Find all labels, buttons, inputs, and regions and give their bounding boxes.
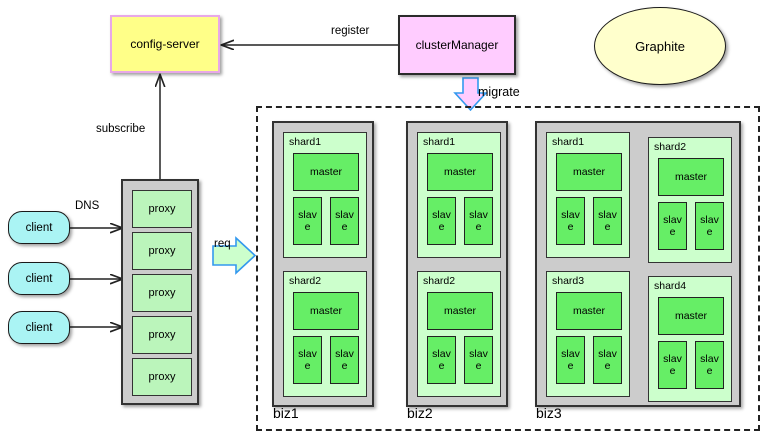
shard-title: shard2: [654, 141, 687, 153]
graphite-node[interactable]: Graphite: [594, 7, 726, 85]
edge-label-subscribe: subscribe: [96, 123, 146, 135]
slave-label: slave: [469, 347, 488, 372]
master-node[interactable]: master: [427, 153, 493, 191]
shard-box[interactable]: shard1 master slave slave: [283, 132, 367, 258]
cluster-manager-label: clusterManager: [415, 38, 499, 52]
shard-box[interactable]: shard1 master slave slave: [546, 132, 630, 258]
client-label: client: [25, 321, 53, 334]
shard-title: shard1: [423, 136, 456, 148]
edge-label-req: req: [214, 238, 231, 250]
slave-node[interactable]: slave: [556, 336, 585, 384]
master-node[interactable]: master: [658, 158, 724, 196]
master-label: master: [309, 166, 343, 178]
backend-region: [256, 106, 760, 431]
cluster-manager-node[interactable]: clusterManager: [398, 15, 516, 75]
master-label: master: [443, 305, 477, 317]
slave-node[interactable]: slave: [427, 197, 456, 245]
proxy-label: proxy: [148, 371, 176, 383]
client-node-3[interactable]: client: [8, 311, 70, 344]
slave-node[interactable]: slave: [293, 336, 322, 384]
proxy-label: proxy: [148, 245, 176, 257]
master-node[interactable]: master: [556, 153, 622, 191]
proxy-node-4[interactable]: proxy: [132, 316, 192, 354]
edge-label-migrate: migrate: [478, 85, 520, 99]
client-label: client: [25, 272, 53, 285]
master-label: master: [572, 305, 606, 317]
shard-title: shard4: [654, 280, 687, 292]
biz-group-1[interactable]: shard1 master slave slave shard2 master …: [272, 121, 374, 407]
slave-node[interactable]: slave: [658, 202, 687, 250]
shard-box[interactable]: shard1 master slave slave: [417, 132, 501, 258]
slave-label: slave: [335, 347, 354, 372]
slave-node[interactable]: slave: [427, 336, 456, 384]
slave-label: slave: [432, 208, 451, 233]
slave-node[interactable]: slave: [330, 197, 359, 245]
shard-title: shard2: [289, 275, 322, 287]
biz-group-label-1: biz1: [273, 405, 299, 421]
slave-label: slave: [335, 208, 354, 233]
master-node[interactable]: master: [293, 153, 359, 191]
proxy-node-1[interactable]: proxy: [132, 190, 192, 228]
master-label: master: [309, 305, 343, 317]
biz-group-label-3: biz3: [536, 405, 562, 421]
shard-box[interactable]: shard2 master slave slave: [417, 271, 501, 397]
master-label: master: [443, 166, 477, 178]
master-label: master: [572, 166, 606, 178]
master-node[interactable]: master: [427, 292, 493, 330]
slave-label: slave: [561, 347, 580, 372]
graphite-label: Graphite: [635, 38, 685, 54]
slave-label: slave: [663, 213, 682, 238]
shard-box[interactable]: shard2 master slave slave: [648, 137, 732, 263]
proxy-label: proxy: [148, 329, 176, 341]
slave-node[interactable]: slave: [695, 202, 724, 250]
shard-box[interactable]: shard4 master slave slave: [648, 276, 732, 402]
slave-node[interactable]: slave: [593, 336, 622, 384]
slave-label: slave: [432, 347, 451, 372]
master-label: master: [674, 310, 708, 322]
slave-node[interactable]: slave: [658, 341, 687, 389]
slave-label: slave: [700, 352, 719, 377]
shard-title: shard3: [552, 275, 585, 287]
shard-title: shard1: [552, 136, 585, 148]
master-node[interactable]: master: [658, 297, 724, 335]
slave-label: slave: [298, 208, 317, 233]
slave-node[interactable]: slave: [464, 336, 493, 384]
slave-label: slave: [598, 208, 617, 233]
slave-node[interactable]: slave: [330, 336, 359, 384]
master-node[interactable]: master: [293, 292, 359, 330]
slave-node[interactable]: slave: [464, 197, 493, 245]
config-server-node[interactable]: config-server: [110, 15, 220, 73]
slave-node[interactable]: slave: [695, 341, 724, 389]
biz-group-2[interactable]: shard1 master slave slave shard2 master …: [406, 121, 508, 407]
slave-node[interactable]: slave: [593, 197, 622, 245]
slave-label: slave: [598, 347, 617, 372]
client-label: client: [25, 221, 53, 234]
proxy-label: proxy: [148, 287, 176, 299]
proxy-node-5[interactable]: proxy: [132, 358, 192, 396]
shard-box[interactable]: shard2 master slave slave: [283, 271, 367, 397]
slave-label: slave: [469, 208, 488, 233]
edge-label-register: register: [331, 25, 370, 37]
biz-group-3[interactable]: shard1 master slave slave shard2 master …: [535, 121, 741, 407]
config-server-label: config-server: [130, 37, 200, 51]
slave-node[interactable]: slave: [293, 197, 322, 245]
shard-title: shard1: [289, 136, 322, 148]
master-label: master: [674, 171, 708, 183]
shard-box[interactable]: shard3 master slave slave: [546, 271, 630, 397]
master-node[interactable]: master: [556, 292, 622, 330]
slave-label: slave: [298, 347, 317, 372]
slave-label: slave: [561, 208, 580, 233]
shard-title: shard2: [423, 275, 456, 287]
client-node-1[interactable]: client: [8, 211, 70, 244]
slave-label: slave: [700, 213, 719, 238]
slave-node[interactable]: slave: [556, 197, 585, 245]
biz-group-label-2: biz2: [407, 405, 433, 421]
proxy-node-3[interactable]: proxy: [132, 274, 192, 312]
edge-label-dns: DNS: [75, 200, 100, 212]
proxy-label: proxy: [148, 203, 176, 215]
proxy-node-2[interactable]: proxy: [132, 232, 192, 270]
proxy-group: proxy proxy proxy proxy proxy: [121, 179, 199, 405]
slave-label: slave: [663, 352, 682, 377]
client-node-2[interactable]: client: [8, 262, 70, 295]
